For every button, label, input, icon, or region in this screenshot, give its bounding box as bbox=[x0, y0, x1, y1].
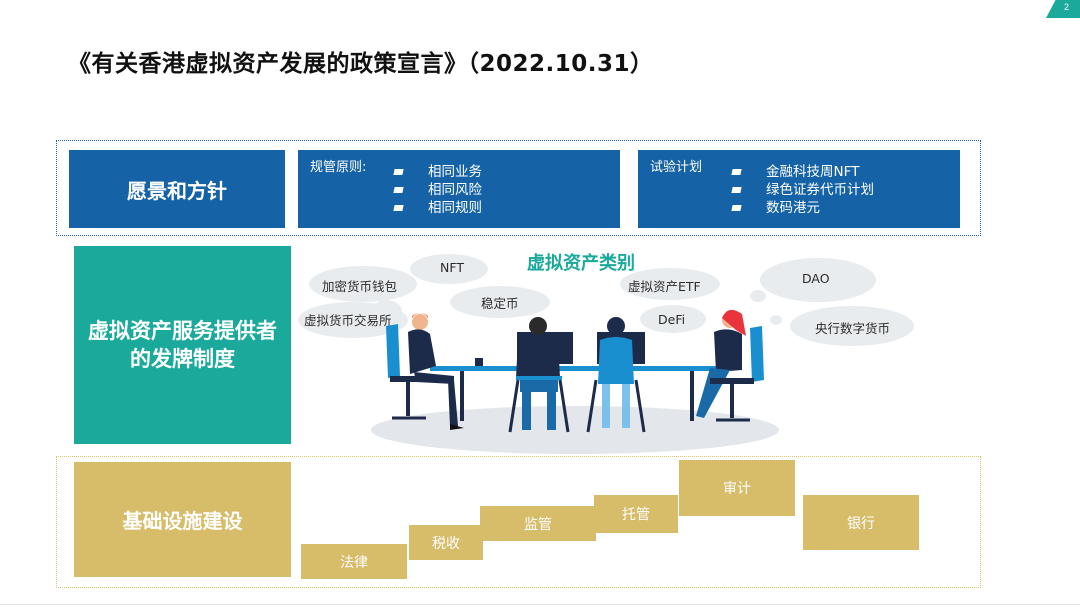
category-exchange: 虚拟货币交易所 bbox=[304, 313, 392, 328]
step-law: 法律 bbox=[301, 544, 407, 579]
pilots-list: 金融科技周NFT 绿色证券代币计划 数码港元 bbox=[731, 163, 874, 217]
category-defi: DeFi bbox=[658, 312, 686, 327]
list-item: 相同风险 bbox=[393, 181, 482, 199]
pilots-heading: 试验计划 bbox=[650, 160, 703, 175]
category-crypto-wallet: 加密货币钱包 bbox=[322, 279, 398, 294]
cloud-shape bbox=[770, 315, 782, 325]
principles-list: 相同业务 相同风险 相同规则 bbox=[393, 163, 482, 217]
list-item: 相同业务 bbox=[393, 163, 482, 181]
list-item: 金融科技周NFT bbox=[731, 163, 874, 181]
principles-heading: 规管原则: bbox=[310, 160, 367, 175]
category-nft: NFT bbox=[440, 260, 464, 275]
infrastructure-frame bbox=[56, 456, 981, 588]
category-cbdc: 央行数字货币 bbox=[815, 321, 891, 336]
cloud-shape bbox=[309, 266, 417, 302]
bullet-icon bbox=[731, 187, 742, 193]
office-meeting-illustration bbox=[371, 309, 779, 454]
desk-top bbox=[430, 366, 720, 371]
vasp-line-2: 的发牌制度 bbox=[130, 347, 235, 371]
pilots-box: 试验计划 金融科技周NFT 绿色证券代币计划 数码港元 bbox=[638, 150, 960, 228]
bullet-icon bbox=[393, 187, 404, 193]
page-number-tab bbox=[1046, 0, 1080, 18]
floor-shadow bbox=[371, 406, 779, 454]
infrastructure-box: 基础设施建设 bbox=[74, 462, 291, 577]
step-tax: 税收 bbox=[409, 525, 483, 560]
page-number: 2 bbox=[1063, 2, 1069, 12]
cloud-shape bbox=[790, 306, 914, 346]
vision-frame bbox=[56, 140, 981, 236]
footer-divider bbox=[0, 604, 1080, 605]
categories-title: 虚拟资产类别 bbox=[527, 253, 635, 274]
bullet-icon bbox=[731, 169, 742, 175]
category-etf: 虚拟资产ETF bbox=[628, 279, 701, 294]
bullet-icon bbox=[393, 205, 404, 211]
cup bbox=[475, 358, 483, 366]
list-item: 相同规则 bbox=[393, 199, 482, 217]
bullet-icon bbox=[731, 205, 742, 211]
desk-leg bbox=[460, 371, 464, 421]
list-item: 绿色证券代币计划 bbox=[731, 181, 874, 199]
vasp-licensing-box: 虚拟资产服务提供者 的发牌制度 bbox=[74, 246, 291, 444]
cloud-shape bbox=[750, 290, 766, 302]
cloud-shape bbox=[760, 258, 876, 302]
step-regulation: 监管 bbox=[480, 506, 596, 541]
infrastructure-label: 基础设施建设 bbox=[122, 509, 243, 533]
principles-box: 规管原则: 相同业务 相同风险 相同规则 bbox=[298, 150, 620, 228]
slide-title: 《有关香港虚拟资产发展的政策宣言》（2022.10.31） bbox=[68, 51, 654, 77]
vasp-line-1: 虚拟资产服务提供者 bbox=[88, 319, 277, 343]
step-custody: 托管 bbox=[594, 495, 678, 533]
category-stablecoin: 稳定币 bbox=[481, 296, 519, 311]
chair-back bbox=[750, 326, 764, 382]
list-item: 数码港元 bbox=[731, 199, 874, 217]
cloud-shape bbox=[372, 300, 402, 322]
vision-box: 愿景和方针 bbox=[69, 150, 285, 228]
cloud-shape bbox=[640, 305, 706, 333]
cloud-shape bbox=[410, 254, 488, 284]
step-audit: 审计 bbox=[679, 460, 795, 516]
vision-label: 愿景和方针 bbox=[127, 178, 227, 203]
category-dao: DAO bbox=[802, 271, 830, 286]
cloud-shape bbox=[450, 286, 550, 318]
chair-back bbox=[386, 324, 400, 378]
bullet-icon bbox=[393, 169, 404, 175]
step-bank: 银行 bbox=[803, 495, 919, 550]
cloud-shape bbox=[620, 268, 720, 300]
desk-leg bbox=[690, 371, 694, 421]
